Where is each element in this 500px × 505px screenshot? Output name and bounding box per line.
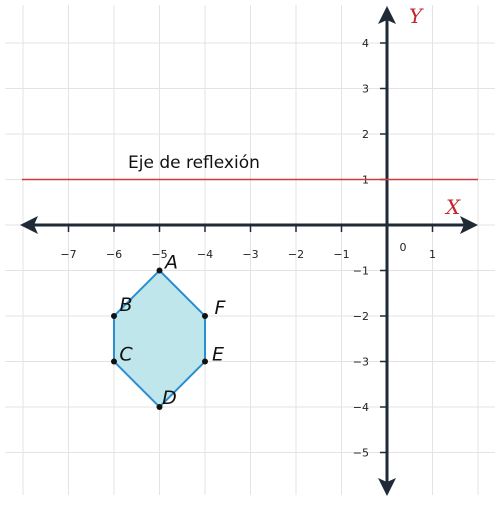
y-tick-label: 2 [362,128,369,141]
hexagon-polygon [113,269,206,409]
vertex-a-dot [156,267,163,274]
reflection-axis-label: Eje de reflexión [128,153,260,173]
vertex-f-label: F [215,297,227,319]
y-tick-label: 3 [362,83,369,96]
x-axis-name: X [444,195,461,219]
vertex-a-label: A [163,252,178,274]
y-tick-label: −2 [353,310,369,323]
x-axis-arrow-right [460,216,478,234]
y-tick-label: −5 [353,447,369,460]
vertex-e-dot [202,358,208,365]
y-tick-label: −3 [353,356,369,369]
hexagon-group: A F E D C B [111,252,227,410]
vertex-d-dot [156,404,163,410]
x-tick-label: −2 [288,248,304,261]
y-tick-label: −1 [353,265,369,278]
y-axis-name: Y [409,4,424,28]
vertex-c-dot [111,358,117,365]
x-tick-label: 1 [429,248,436,261]
vertex-d-label: D [162,387,177,409]
x-tick-label: −5 [151,248,167,261]
vertex-b-dot [111,313,117,319]
x-tick-label: −4 [197,248,213,261]
tick-marks: −7−6−5−4−3−2−114321−1−2−3−4−5 [60,37,436,460]
y-axis-arrow-down [378,478,396,496]
y-tick-label: 4 [362,37,369,50]
origin-label: 0 [400,241,407,254]
x-axis-arrow-left [20,216,38,234]
vertex-c-label: C [119,344,133,366]
x-tick-label: −7 [60,248,76,261]
vertex-e-label: E [212,344,224,366]
vertex-b-label: B [119,294,132,316]
x-tick-label: −1 [333,248,349,261]
vertex-f-dot [202,313,208,319]
y-tick-label: −4 [353,401,369,414]
x-tick-label: −6 [106,248,122,261]
x-tick-label: −3 [242,248,258,261]
y-axis-arrow-up [378,6,396,24]
